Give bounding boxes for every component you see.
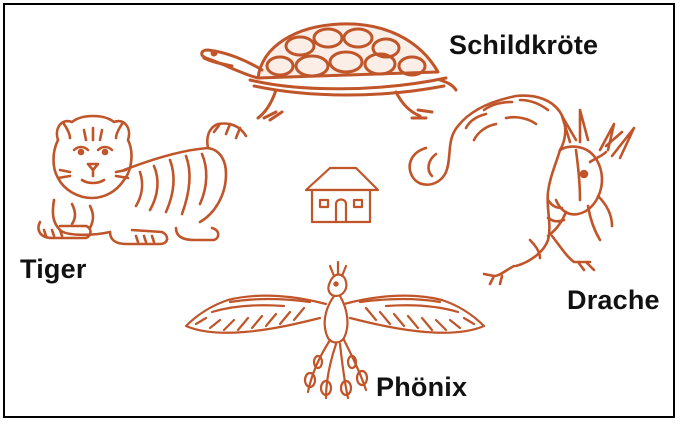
tiger-icon: [39, 116, 247, 244]
dragon-label: Drache: [567, 285, 660, 316]
turtle-icon: [202, 24, 456, 120]
house-icon: [306, 168, 378, 222]
phoenix-label: Phönix: [376, 372, 467, 403]
turtle-label: Schildkröte: [449, 30, 598, 61]
dragon-icon: [410, 96, 634, 284]
tiger-label: Tiger: [20, 254, 87, 285]
